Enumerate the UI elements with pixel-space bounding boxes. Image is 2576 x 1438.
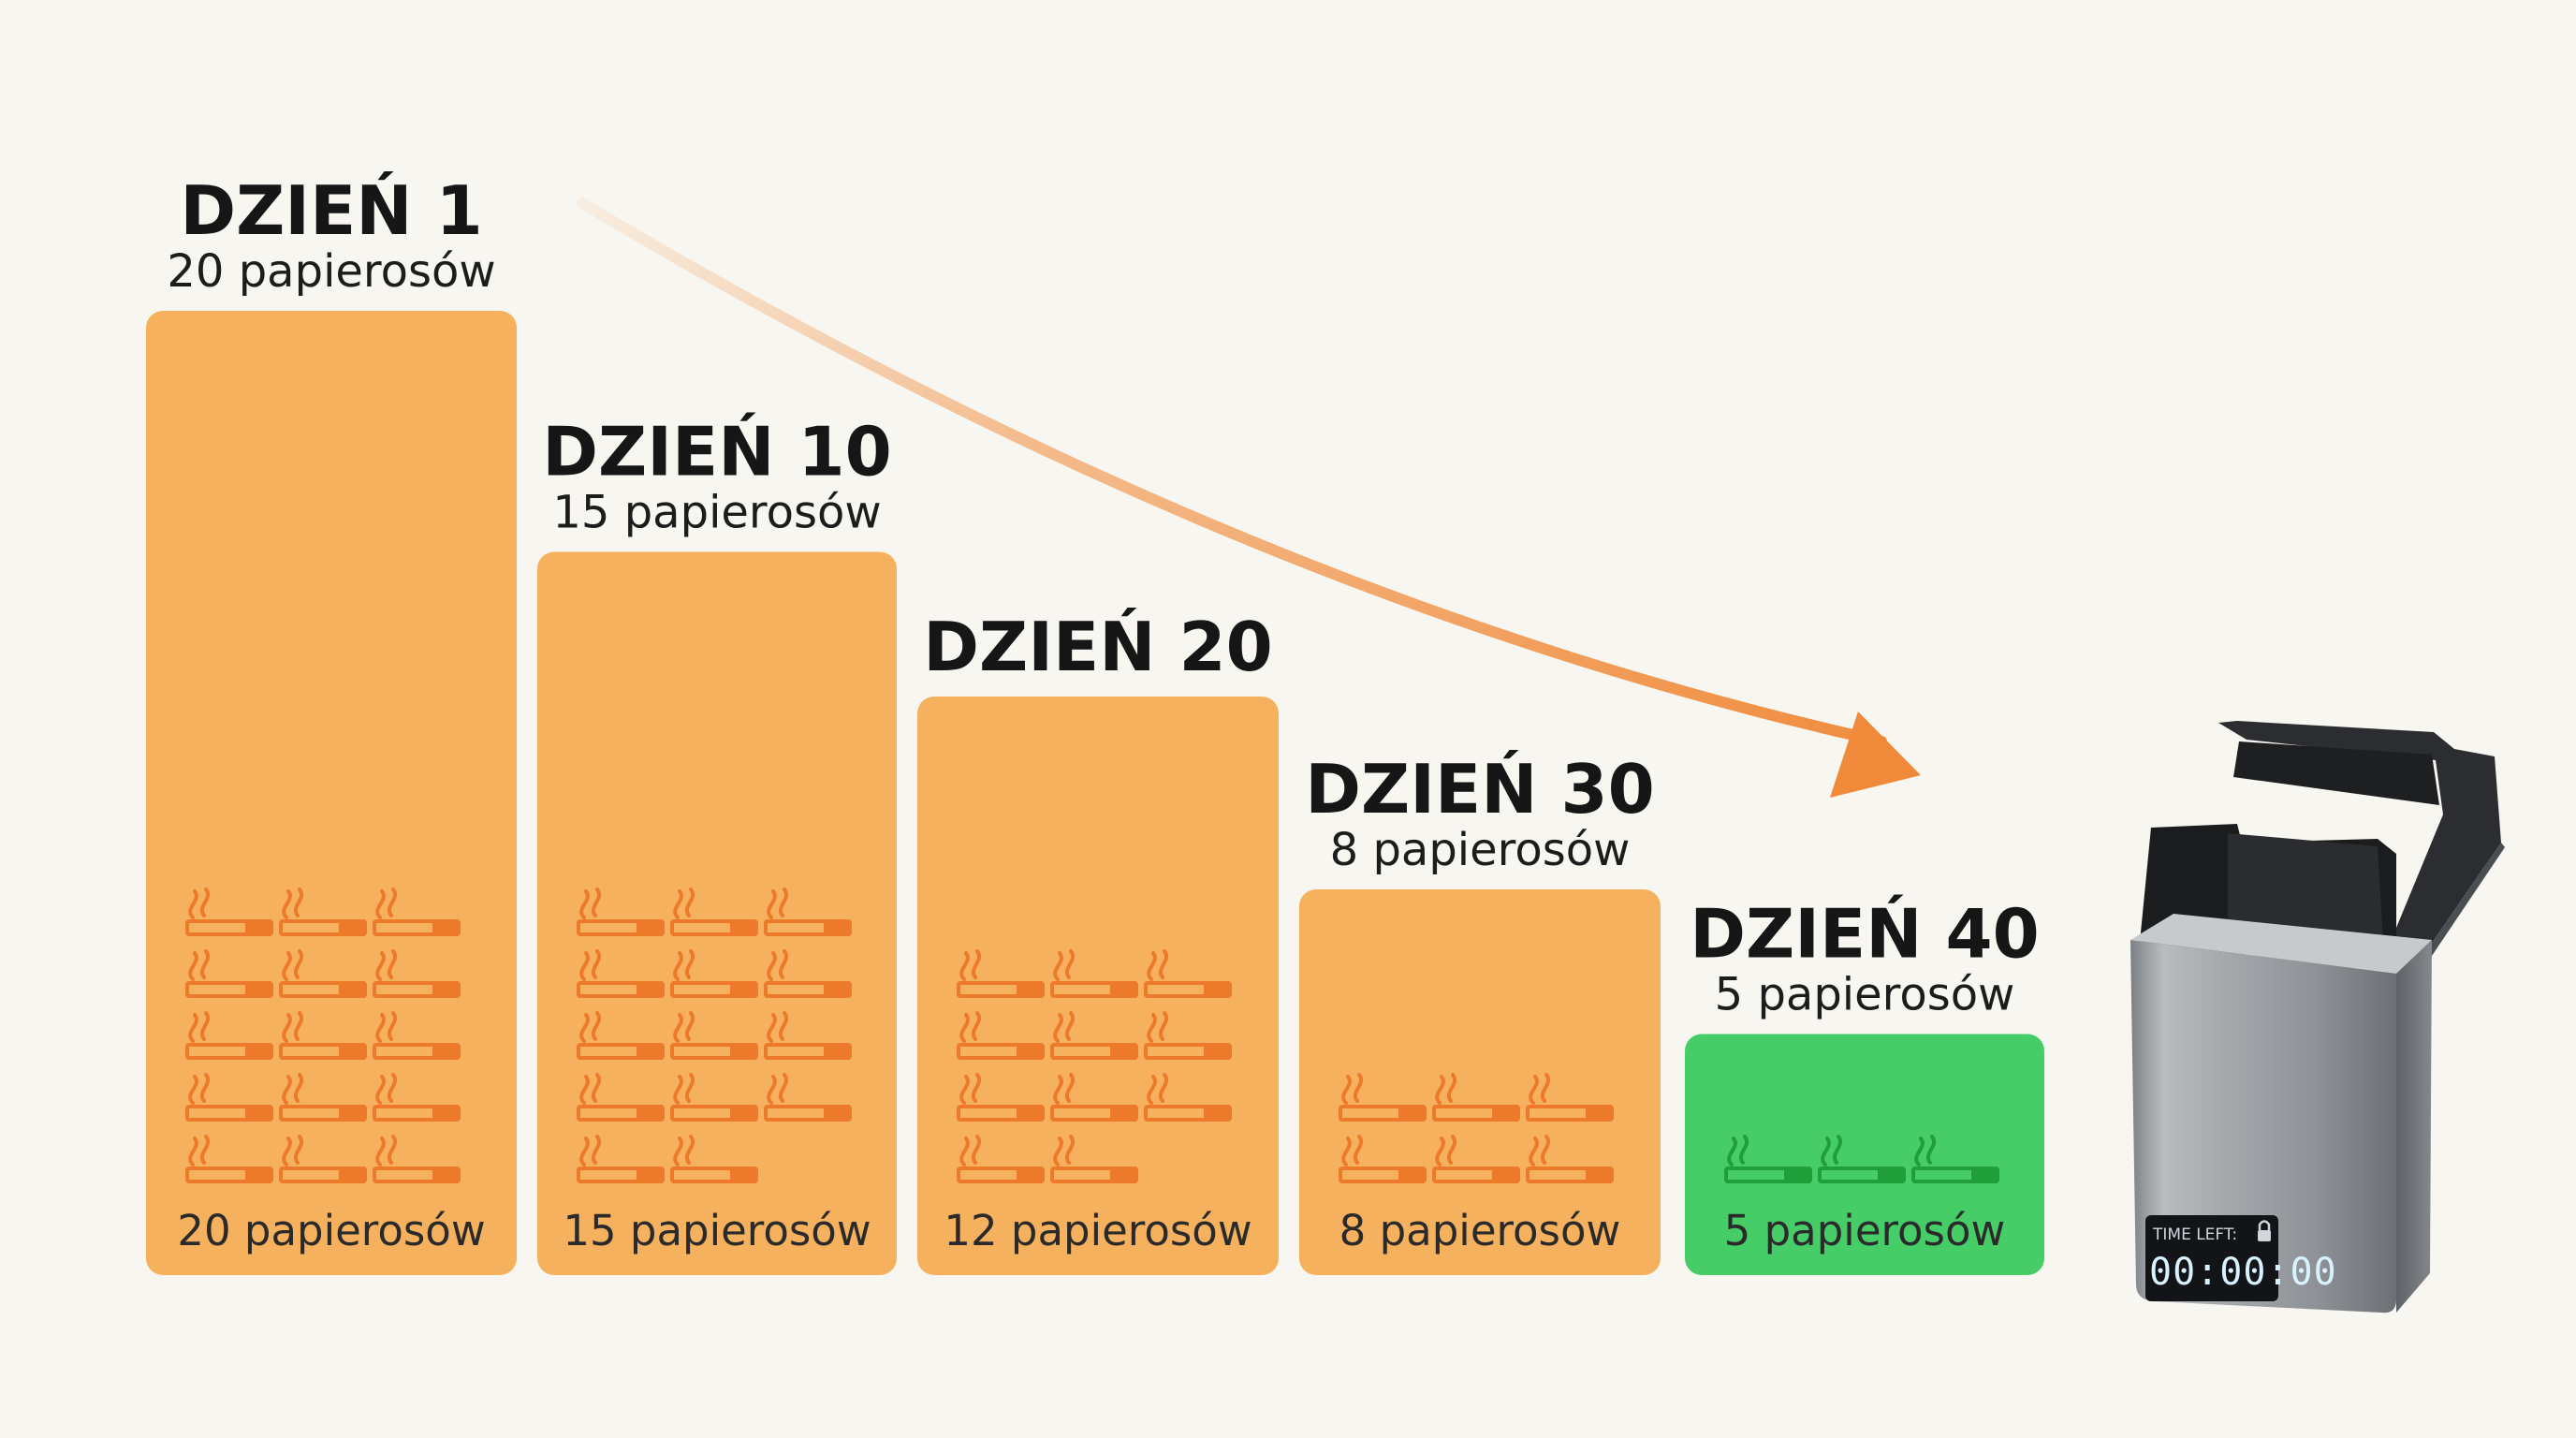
bar	[537, 551, 897, 1275]
cigarette-icon	[670, 1011, 758, 1060]
cigarette-icon	[577, 888, 665, 936]
bar-subtitle: 8 papierosów	[1330, 824, 1631, 876]
cigarette-icon	[577, 1073, 665, 1122]
cigarette-icon	[185, 1135, 273, 1183]
cigarette-icon	[185, 1073, 273, 1122]
cigarette-icon	[957, 949, 1045, 998]
bar	[1685, 1034, 2044, 1275]
cigarette-icon	[1144, 949, 1232, 998]
cigarette-icon	[1050, 949, 1138, 998]
cigarette-icon	[1432, 1135, 1520, 1183]
cigarette-icon	[1050, 1011, 1138, 1060]
cigarette-icon	[670, 1073, 758, 1122]
cigarette-icon	[373, 949, 461, 998]
timer-digits: 00:00:00	[2149, 1251, 2337, 1294]
bar-value-label: 12 papierosów	[944, 1206, 1251, 1255]
lock-icon	[2258, 1220, 2271, 1241]
cigarette-icon	[1339, 1135, 1427, 1183]
bar	[917, 697, 1279, 1275]
cigarette-icon	[185, 888, 273, 936]
bar-subtitle: 5 papierosów	[1715, 969, 2015, 1021]
cigarette-icon	[279, 1011, 367, 1060]
timer-caption: TIME LEFT:	[2152, 1225, 2237, 1244]
bar-subtitle: 20 papierosów	[167, 245, 495, 298]
timer-box: TIME LEFT: 00:00:00	[2130, 721, 2505, 1313]
cigarette-icon	[1818, 1135, 1906, 1183]
cigarette-icon	[185, 1011, 273, 1060]
cigarette-icon	[1144, 1073, 1232, 1122]
cigarette-icon	[577, 1011, 665, 1060]
bar-title: DZIEŃ 20	[923, 608, 1272, 686]
cigarette-icon	[1526, 1073, 1614, 1122]
cigarette-icon	[373, 888, 461, 936]
bar-title: DZIEŃ 10	[542, 413, 891, 492]
bar-value-label: 15 papierosów	[563, 1206, 871, 1255]
cigarette-icon	[957, 1011, 1045, 1060]
bar-title: DZIEŃ 1	[180, 171, 482, 250]
trend-arrow-head	[1830, 712, 1921, 798]
bar-group: DZIEŃ 20 12 papierosów	[917, 608, 1279, 1275]
bar-title: DZIEŃ 40	[1690, 895, 2039, 974]
cigarette-icon	[764, 949, 852, 998]
cigarette-icon	[373, 1073, 461, 1122]
cigarette-icon	[373, 1135, 461, 1183]
cigarette-icon	[670, 949, 758, 998]
cigarette-icon	[1144, 1011, 1232, 1060]
bar	[1299, 889, 1661, 1275]
trend-arrow-line	[577, 198, 1887, 747]
cigarette-icon	[279, 1073, 367, 1122]
bar-value-label: 5 papierosów	[1724, 1206, 2006, 1255]
cigarette-icon	[1050, 1135, 1138, 1183]
cigarette-icon	[764, 1011, 852, 1060]
trend-arrow	[577, 198, 1921, 798]
cigarette-icon	[279, 949, 367, 998]
cigarette-icon	[577, 1135, 665, 1183]
cigarette-icon	[373, 1011, 461, 1060]
cigarette-icon	[1339, 1073, 1427, 1122]
timer-display	[2145, 1215, 2278, 1301]
cigarette-icon	[764, 1073, 852, 1122]
bar	[146, 311, 517, 1275]
cigarette-icon	[577, 949, 665, 998]
cigarette-icon	[670, 888, 758, 936]
cigarette-icon	[670, 1135, 758, 1183]
bar-value-label: 8 papierosów	[1339, 1206, 1621, 1255]
timer-box-lid	[2218, 721, 2501, 994]
cigarette-icon	[764, 888, 852, 936]
bar-subtitle: 15 papierosów	[552, 487, 881, 539]
bar-value-label: 20 papierosów	[177, 1206, 485, 1255]
cigarette-icon	[1050, 1073, 1138, 1122]
cigarette-icon	[1911, 1135, 1999, 1183]
cigarette-icon	[279, 1135, 367, 1183]
cigarette-icon	[1724, 1135, 1812, 1183]
cigarette-icon	[279, 888, 367, 936]
cigarette-icon	[957, 1073, 1045, 1122]
cigarette-icon	[185, 949, 273, 998]
cigarette-icon	[1432, 1073, 1520, 1122]
cigarette-icon	[1526, 1135, 1614, 1183]
cigarette-icon	[957, 1135, 1045, 1183]
bar-title: DZIEŃ 30	[1305, 750, 1654, 829]
